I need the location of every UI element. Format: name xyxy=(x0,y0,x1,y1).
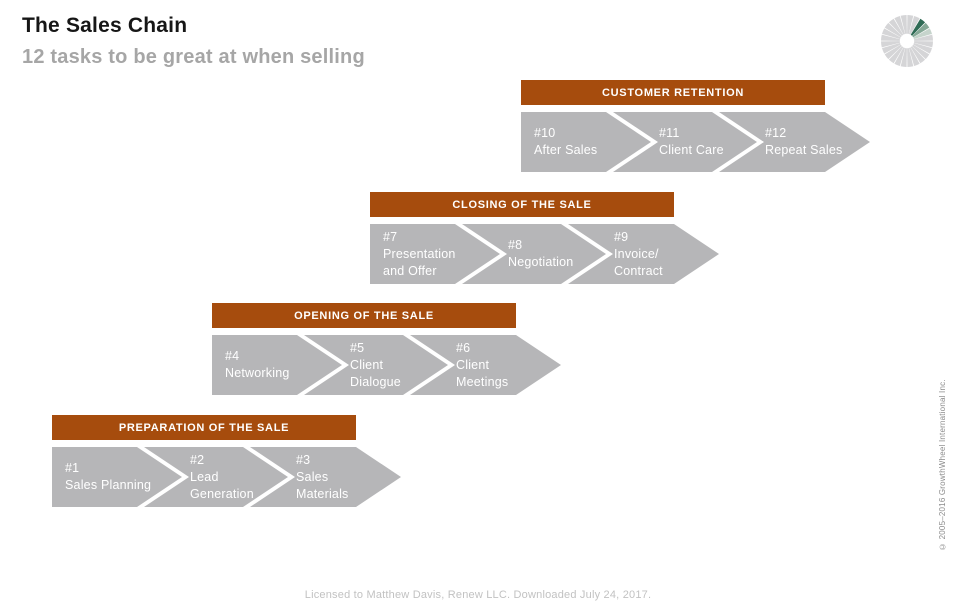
group-closing: CLOSING OF THE SALE #7 Presentation and … xyxy=(370,192,719,284)
task-number: #5 xyxy=(350,340,365,355)
task-name: Invoice/ Contract xyxy=(614,246,663,278)
task-name: Client Meetings xyxy=(456,357,509,389)
task-name: Presentation and Offer xyxy=(383,246,456,278)
group-opening: OPENING OF THE SALE #4 Networking #5 Cli… xyxy=(212,303,561,395)
page-subtitle: 12 tasks to be great at when selling xyxy=(22,46,365,68)
group-header-bar: CLOSING OF THE SALE xyxy=(370,192,674,217)
task-name: Negotiation xyxy=(508,255,574,269)
task-number: #8 xyxy=(508,238,523,252)
task-number: #9 xyxy=(614,229,629,244)
group-header-bar: CUSTOMER RETENTION xyxy=(521,80,825,105)
growthwheel-logo xyxy=(881,15,933,67)
task-number: #4 xyxy=(225,349,240,363)
page-title: The Sales Chain xyxy=(22,14,188,37)
task-name: Networking xyxy=(225,366,290,380)
task-name: Repeat Sales xyxy=(765,143,843,157)
group-header-bar: OPENING OF THE SALE xyxy=(212,303,516,328)
task-number: #10 xyxy=(534,126,556,140)
task-name: After Sales xyxy=(534,143,598,157)
task-number: #12 xyxy=(765,126,787,140)
task-number: #6 xyxy=(456,340,471,355)
task-name: Sales Planning xyxy=(65,478,152,492)
task-name: Client Dialogue xyxy=(350,357,401,389)
task-number: #3 xyxy=(296,452,311,467)
task-number: #11 xyxy=(659,126,680,140)
task-name: Lead Generation xyxy=(190,469,254,501)
task-name: Client Care xyxy=(659,143,724,157)
task-number: #7 xyxy=(383,229,398,244)
copyright-vertical-text: © 2005–2016 GrowthWheel International In… xyxy=(938,379,947,551)
group-preparation: PREPARATION OF THE SALE #1 Sales Plannin… xyxy=(52,415,401,507)
license-footer-text: Licensed to Matthew Davis, Renew LLC. Do… xyxy=(304,589,652,601)
task-name: Sales Materials xyxy=(296,469,349,501)
task-number: #2 xyxy=(190,452,205,467)
group-header-bar: PREPARATION OF THE SALE xyxy=(52,415,356,440)
task-number: #1 xyxy=(65,461,80,475)
group-customer-retention: CUSTOMER RETENTION #10 After Sales #11 C… xyxy=(521,80,870,172)
